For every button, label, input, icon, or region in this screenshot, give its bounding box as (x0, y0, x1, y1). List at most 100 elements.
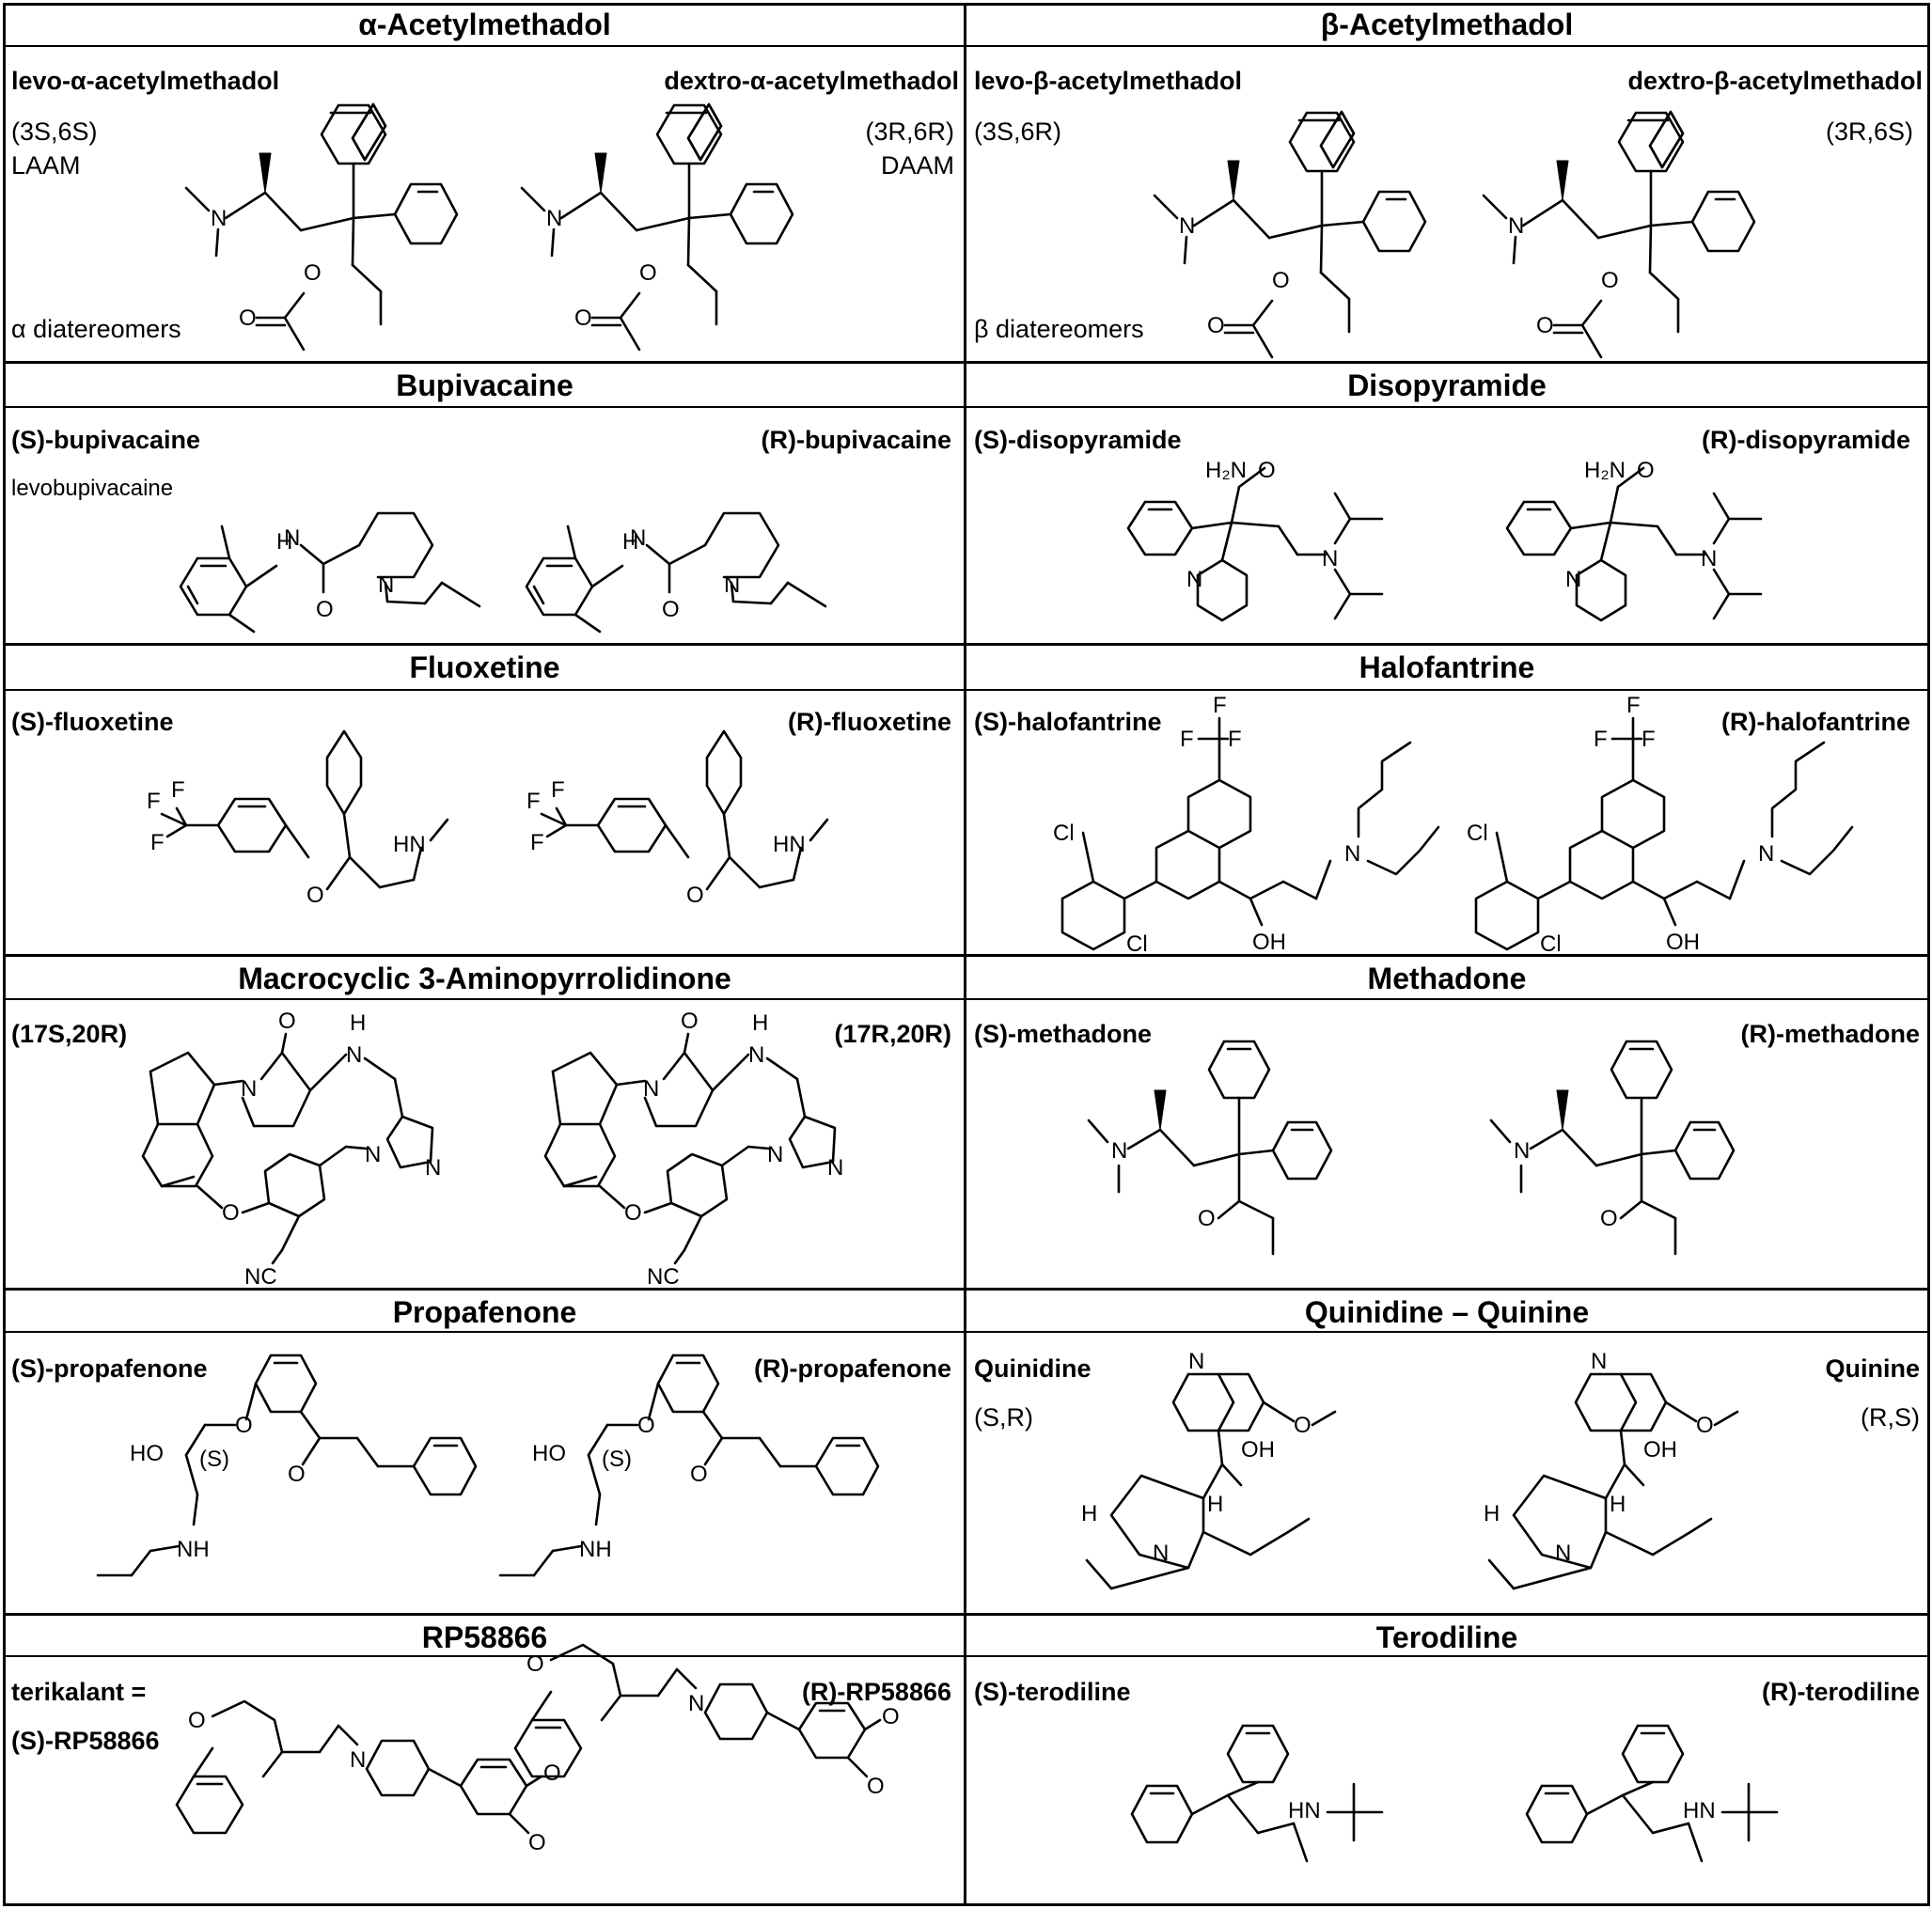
row-divider-4 (3, 1288, 1930, 1291)
title-rule-2 (3, 406, 1930, 408)
structure-propafenone: O NH HO (S) O (96, 1354, 478, 1577)
atom-f: F (1213, 693, 1227, 718)
compound-name-levo-alpha: levo-α-acetylmethadol (11, 67, 280, 95)
atom-o: O (316, 597, 334, 622)
atom-h: H (276, 529, 292, 555)
atom-oh: OH (1241, 1437, 1275, 1463)
compound-name-s-methadone: (S)-methadone (974, 1020, 1152, 1048)
stereo-label-quinine: (R,S) (1861, 1403, 1920, 1432)
atom-n: N (211, 206, 227, 231)
compound-name-17r20r: (17R,20R) (834, 1020, 951, 1048)
atom-o-methoxy: O (1294, 1413, 1312, 1438)
border-bottom (3, 1903, 1930, 1906)
compound-name-dextro-beta: dextro-β-acetylmethadol (1627, 67, 1923, 95)
atom-cl: Cl (1053, 821, 1075, 846)
structure-terodiline: HN (1130, 1724, 1384, 1863)
cell-title-fluoxetine: Fluoxetine (409, 650, 560, 684)
compound-name-terikalant: terikalant = (11, 1678, 147, 1706)
atom-n: N (1111, 1138, 1127, 1164)
compound-name-r-methadone: (R)-methadone (1740, 1020, 1921, 1048)
atom-n: N (1344, 841, 1360, 867)
stereo-label-dextro-alpha: (3R,6R) (865, 117, 954, 146)
note-beta-diastereomers: β diatereomers (974, 315, 1144, 343)
atom-nc: NC (244, 1264, 277, 1290)
compound-name-r-fluoxetine: (R)-fluoxetine (788, 708, 951, 736)
structure-bupivacaine: H N O N (179, 511, 481, 634)
cell-title-bupivacaine: Bupivacaine (396, 368, 573, 402)
cell-title-disopyramide: Disopyramide (1347, 368, 1547, 402)
atom-n-piperidine: N (350, 1747, 366, 1773)
atom-ho: HO (130, 1441, 164, 1466)
cell-title-rp58866: RP58866 (421, 1620, 548, 1654)
stereo-label-levo-alpha: (3S,6S) (11, 117, 98, 146)
atom-n-amine: N (1322, 546, 1338, 571)
cell-title-quinidine-quinine: Quinidine – Quinine (1304, 1295, 1590, 1329)
structure-halofantrine: F F F Cl Cl N OH (1053, 693, 1440, 957)
border-top (3, 3, 1930, 6)
compound-name-r-rp58866: (R)-RP58866 (801, 1678, 951, 1706)
compound-name-r-terodiline: (R)-terodiline (1762, 1678, 1920, 1706)
cell-title-aminopyrrolidinone: Macrocyclic 3-Aminopyrrolidinone (238, 962, 731, 995)
structure-fluoxetine: F F F O HN (147, 729, 449, 908)
compound-name-s-halofantrine: (S)-halofantrine (974, 708, 1162, 736)
atom-o-carbonyl: O (239, 305, 257, 331)
compound-name-r-bupivacaine: (R)-bupivacaine (761, 426, 951, 454)
atom-h: H (1207, 1492, 1223, 1517)
structure-disopyramide: H₂N O N N (1126, 458, 1384, 622)
structure-levo-alpha-acetylmethadol: N O O (184, 102, 459, 352)
atom-n-imidazole-2: N (365, 1142, 381, 1167)
atom-n-pyridine: N (1186, 567, 1202, 592)
abbrev-laam: LAAM (11, 151, 81, 180)
cell-title-beta-acetylmethadol: β-Acetylmethadol (1320, 8, 1574, 41)
atom-o-chroman: O (188, 1708, 206, 1733)
cell-title-propafenone: Propafenone (392, 1295, 577, 1329)
title-rule-5 (3, 1331, 1930, 1333)
atom-o-ether: O (306, 883, 324, 908)
compound-name-s-rp58866: (S)-RP58866 (11, 1727, 160, 1755)
atom-hn: HN (393, 832, 426, 857)
compound-name-s-disopyramide: (S)-disopyramide (974, 426, 1182, 454)
compound-name-s-terodiline: (S)-terodiline (974, 1678, 1131, 1706)
atom-oh: OH (1252, 930, 1286, 955)
compound-name-r-disopyramide: (R)-disopyramide (1701, 426, 1910, 454)
alias-levobupivacaine: levobupivacaine (11, 476, 174, 501)
compound-name-dextro-alpha: dextro-α-acetylmethadol (664, 67, 959, 95)
stereo-label-dextro-beta: (3R,6S) (1825, 117, 1913, 146)
atom-f: F (1228, 727, 1242, 752)
compound-name-quinidine: Quinidine (974, 1354, 1092, 1383)
structure-quinidine: N O OH N H H (1081, 1349, 1337, 1590)
atom-f: F (1180, 727, 1194, 752)
title-rule-1 (3, 45, 1930, 47)
atom-o: O (278, 1009, 296, 1034)
atom-cl: Cl (1126, 931, 1148, 957)
atom-h: H (350, 1010, 366, 1036)
compound-name-17s20r: (17S,20R) (11, 1020, 128, 1048)
atom-f: F (150, 830, 165, 855)
cell-title-halofantrine: Halofantrine (1359, 650, 1535, 684)
atom-f: F (171, 777, 185, 803)
atom-n-imidazole: N (425, 1155, 441, 1181)
atom-o-methoxy: O (543, 1760, 561, 1786)
atom-hn: HN (1288, 1798, 1321, 1823)
atom-h2n: H₂N (1205, 458, 1247, 483)
atom-o: O (304, 260, 322, 286)
abbrev-daam: DAAM (880, 151, 954, 180)
atom-n-amide: N (284, 525, 300, 551)
atom-o-methoxy-2: O (528, 1830, 546, 1855)
compound-name-s-bupivacaine: (S)-bupivacaine (11, 426, 201, 454)
atom-h: H (1081, 1501, 1097, 1526)
atom-n-quinoline: N (1188, 1349, 1204, 1374)
atom-o: O (1258, 458, 1276, 483)
atom-n-pyrrolidinone: N (241, 1076, 257, 1102)
row-divider-3 (3, 954, 1930, 957)
title-rule-6 (3, 1655, 1930, 1657)
stereo-label-levo-beta: (3S,6R) (974, 117, 1062, 146)
atom-o-ether: O (235, 1413, 253, 1438)
structure-methadone: N O (1087, 1040, 1333, 1256)
compound-name-r-halofantrine: (R)-halofantrine (1721, 708, 1910, 736)
note-alpha-diastereomers: α diatereomers (11, 315, 181, 343)
atom-n-quinuclidine: N (1153, 1541, 1169, 1566)
title-rule-4 (3, 998, 1930, 1000)
atom-o-ketone: O (288, 1462, 306, 1487)
